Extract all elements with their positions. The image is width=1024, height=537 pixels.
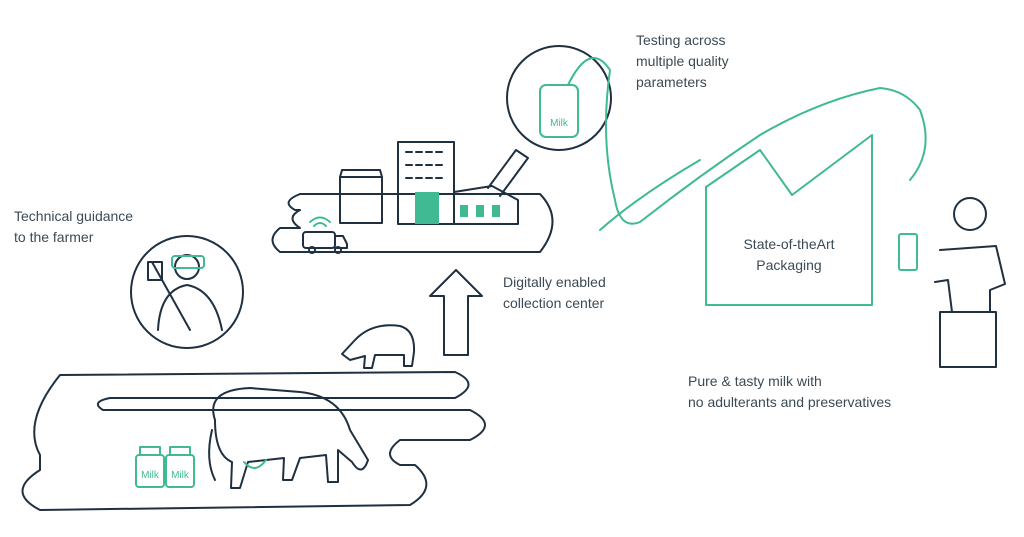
- packaging-label: State-of-theArt Packaging: [743, 236, 835, 273]
- milk-can-label: Milk: [550, 118, 569, 129]
- collection-building-icon: [339, 141, 519, 225]
- farmer-icon: [130, 235, 244, 349]
- farm-ground-outline: [21, 371, 486, 511]
- cow-icon: [341, 324, 416, 369]
- person-drinking-icon: [898, 197, 1006, 368]
- collection-center-outline: [271, 193, 554, 253]
- truck-icon: [302, 231, 348, 254]
- technical-guidance-label: Technical guidance to the farmer: [14, 208, 134, 245]
- collection-center-label: Digitally enabled collection center: [503, 274, 606, 311]
- milk-can-icon: Milk Milk: [135, 446, 195, 488]
- milk-can-label: Milk: [141, 470, 160, 481]
- milk-stream-icon: [567, 57, 927, 225]
- pure-milk-label: Pure & tasty milk with no adulterants an…: [688, 373, 892, 410]
- milk-can-label: Milk: [171, 470, 190, 481]
- up-arrow-icon: [429, 269, 483, 356]
- cow-icon: [208, 387, 369, 489]
- testing-label: Testing across multiple quality paramete…: [636, 32, 729, 90]
- wifi-icon: [309, 216, 331, 227]
- magnifier-icon: Milk: [487, 45, 612, 197]
- package-box-icon: [705, 134, 873, 306]
